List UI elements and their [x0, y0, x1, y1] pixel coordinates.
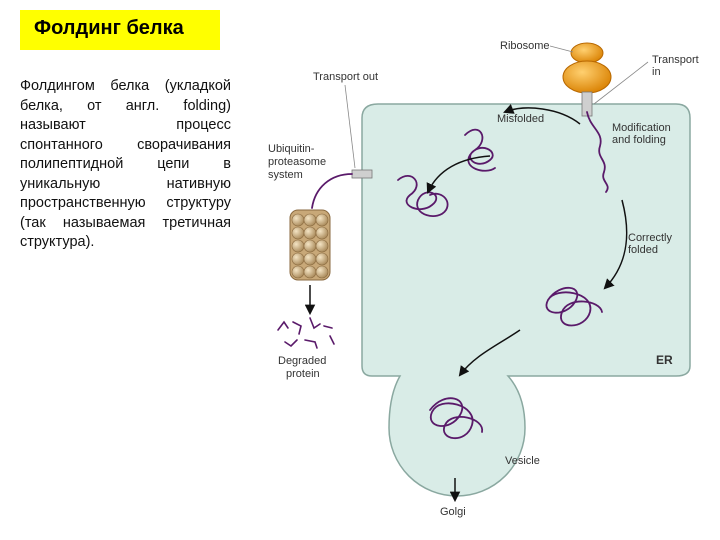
correctly-folded-protein — [545, 286, 603, 327]
label-degraded: Degraded — [278, 355, 326, 367]
label-correctly-folded-2: folded — [628, 244, 658, 256]
label-transport-in: Transport — [652, 54, 699, 66]
label-golgi: Golgi — [440, 506, 466, 518]
arrow-to-correct — [603, 199, 628, 290]
label-modification: Modification — [612, 122, 671, 134]
nascent-chain — [586, 111, 609, 193]
label-transport-in-2: in — [652, 66, 661, 78]
label-modification-2: and folding — [612, 134, 666, 146]
label-ubiquitin: Ubiquitin- — [268, 143, 315, 155]
arrow-to-misfolded — [503, 104, 581, 125]
slide-description: Фолдингом белка (укладкой белка, от англ… — [20, 78, 231, 250]
label-correctly-folded: Correctly — [628, 232, 673, 244]
label-ubiquitin-3: system — [268, 169, 303, 181]
degraded-fragments — [277, 317, 335, 349]
transport-out-channel-icon — [351, 169, 373, 179]
label-er: ER — [656, 353, 673, 367]
label-degraded-2: protein — [286, 368, 320, 380]
label-misfolded: Misfolded — [497, 113, 544, 125]
proteasome-icon — [289, 209, 331, 281]
misfolded-protein — [464, 128, 496, 172]
ribosome-icon — [562, 42, 612, 117]
label-transport-out: Transport out — [313, 71, 378, 83]
label-ubiquitin-2: proteasome — [268, 156, 326, 168]
arrow-to-vesicle — [458, 329, 521, 377]
slide-title: Фолдинг белка — [34, 17, 184, 39]
arrow-to-ubiquitin — [426, 155, 491, 194]
label-vesicle: Vesicle — [505, 455, 540, 467]
title-banner: Фолдинг белка — [20, 10, 220, 50]
vesicle-protein — [429, 397, 483, 440]
ubiquitin-chain — [311, 173, 353, 209]
label-ribosome: Ribosome — [500, 40, 550, 52]
er-compartment — [361, 103, 691, 497]
